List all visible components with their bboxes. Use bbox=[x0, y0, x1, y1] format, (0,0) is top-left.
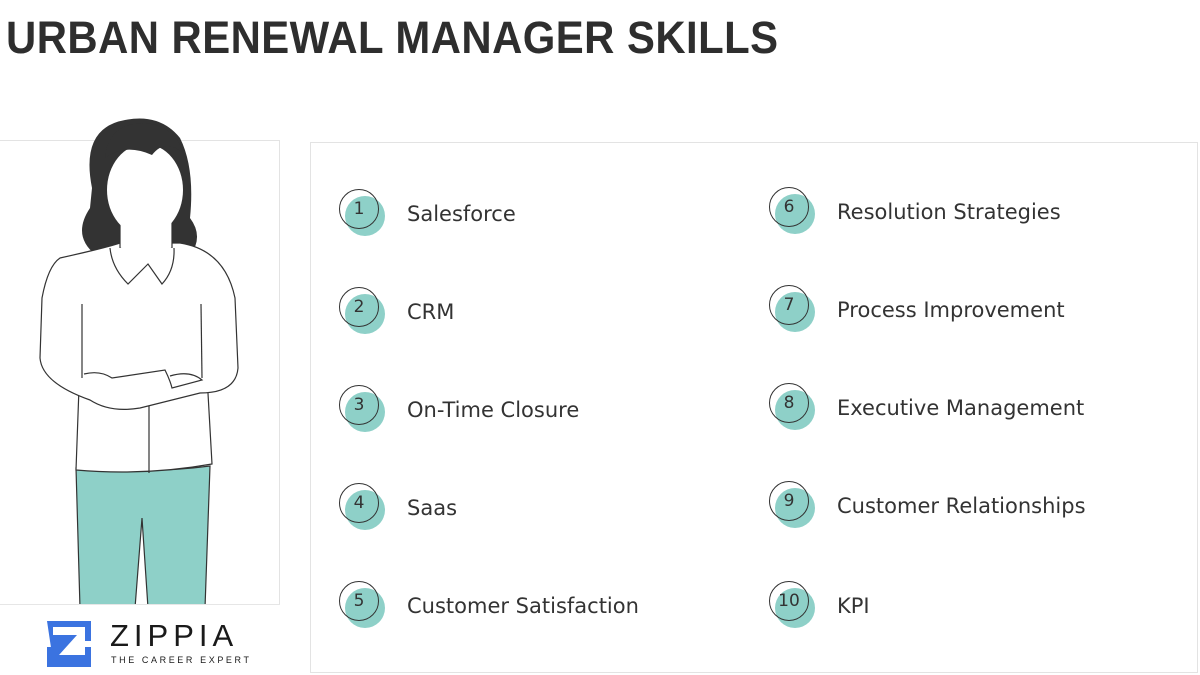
woman-illustration bbox=[39, 118, 239, 608]
skill-item: 6 Resolution Strategies bbox=[769, 187, 1061, 237]
number-badge: 9 bbox=[769, 481, 819, 531]
number-badge: 10 bbox=[769, 581, 819, 631]
skill-item: 8 Executive Management bbox=[769, 383, 1084, 433]
number-badge: 7 bbox=[769, 285, 819, 335]
number-badge: 6 bbox=[769, 187, 819, 237]
zippia-logo-icon bbox=[47, 621, 91, 667]
skill-item: 1 Salesforce bbox=[339, 189, 516, 239]
number-badge: 2 bbox=[339, 287, 389, 337]
skill-label: CRM bbox=[407, 300, 455, 324]
skill-item: 4 Saas bbox=[339, 483, 457, 533]
number-badge: 8 bbox=[769, 383, 819, 433]
skill-item: 7 Process Improvement bbox=[769, 285, 1065, 335]
skill-item: 2 CRM bbox=[339, 287, 454, 337]
brand-footer: ZIPPIA THE CAREER EXPERT bbox=[0, 604, 280, 675]
skills-card: 1 Salesforce 2 CRM 3 On-Time Closure 4 S… bbox=[310, 142, 1198, 673]
skill-label: KPI bbox=[837, 594, 870, 618]
skill-label: Salesforce bbox=[407, 202, 516, 226]
number-badge: 1 bbox=[339, 189, 389, 239]
number-badge: 4 bbox=[339, 483, 389, 533]
skill-item: 10 KPI bbox=[769, 581, 870, 631]
skill-label: Saas bbox=[407, 496, 458, 520]
skill-item: 9 Customer Relationships bbox=[769, 481, 1086, 531]
brand-tagline: THE CAREER EXPERT bbox=[111, 655, 252, 665]
skill-label: Resolution Strategies bbox=[837, 200, 1061, 224]
number-badge: 3 bbox=[339, 385, 389, 435]
brand-name: ZIPPIA bbox=[110, 618, 239, 653]
page-title: URBAN RENEWAL MANAGER SKILLS bbox=[6, 12, 779, 63]
number-badge: 5 bbox=[339, 581, 389, 631]
skill-item: 3 On-Time Closure bbox=[339, 385, 579, 435]
skill-label: Process Improvement bbox=[837, 298, 1065, 322]
skill-label: On-Time Closure bbox=[407, 398, 580, 422]
skill-label: Executive Management bbox=[837, 396, 1085, 420]
skill-label: Customer Satisfaction bbox=[407, 594, 639, 618]
skill-item: 5 Customer Satisfaction bbox=[339, 581, 639, 631]
skill-label: Customer Relationships bbox=[837, 494, 1086, 518]
